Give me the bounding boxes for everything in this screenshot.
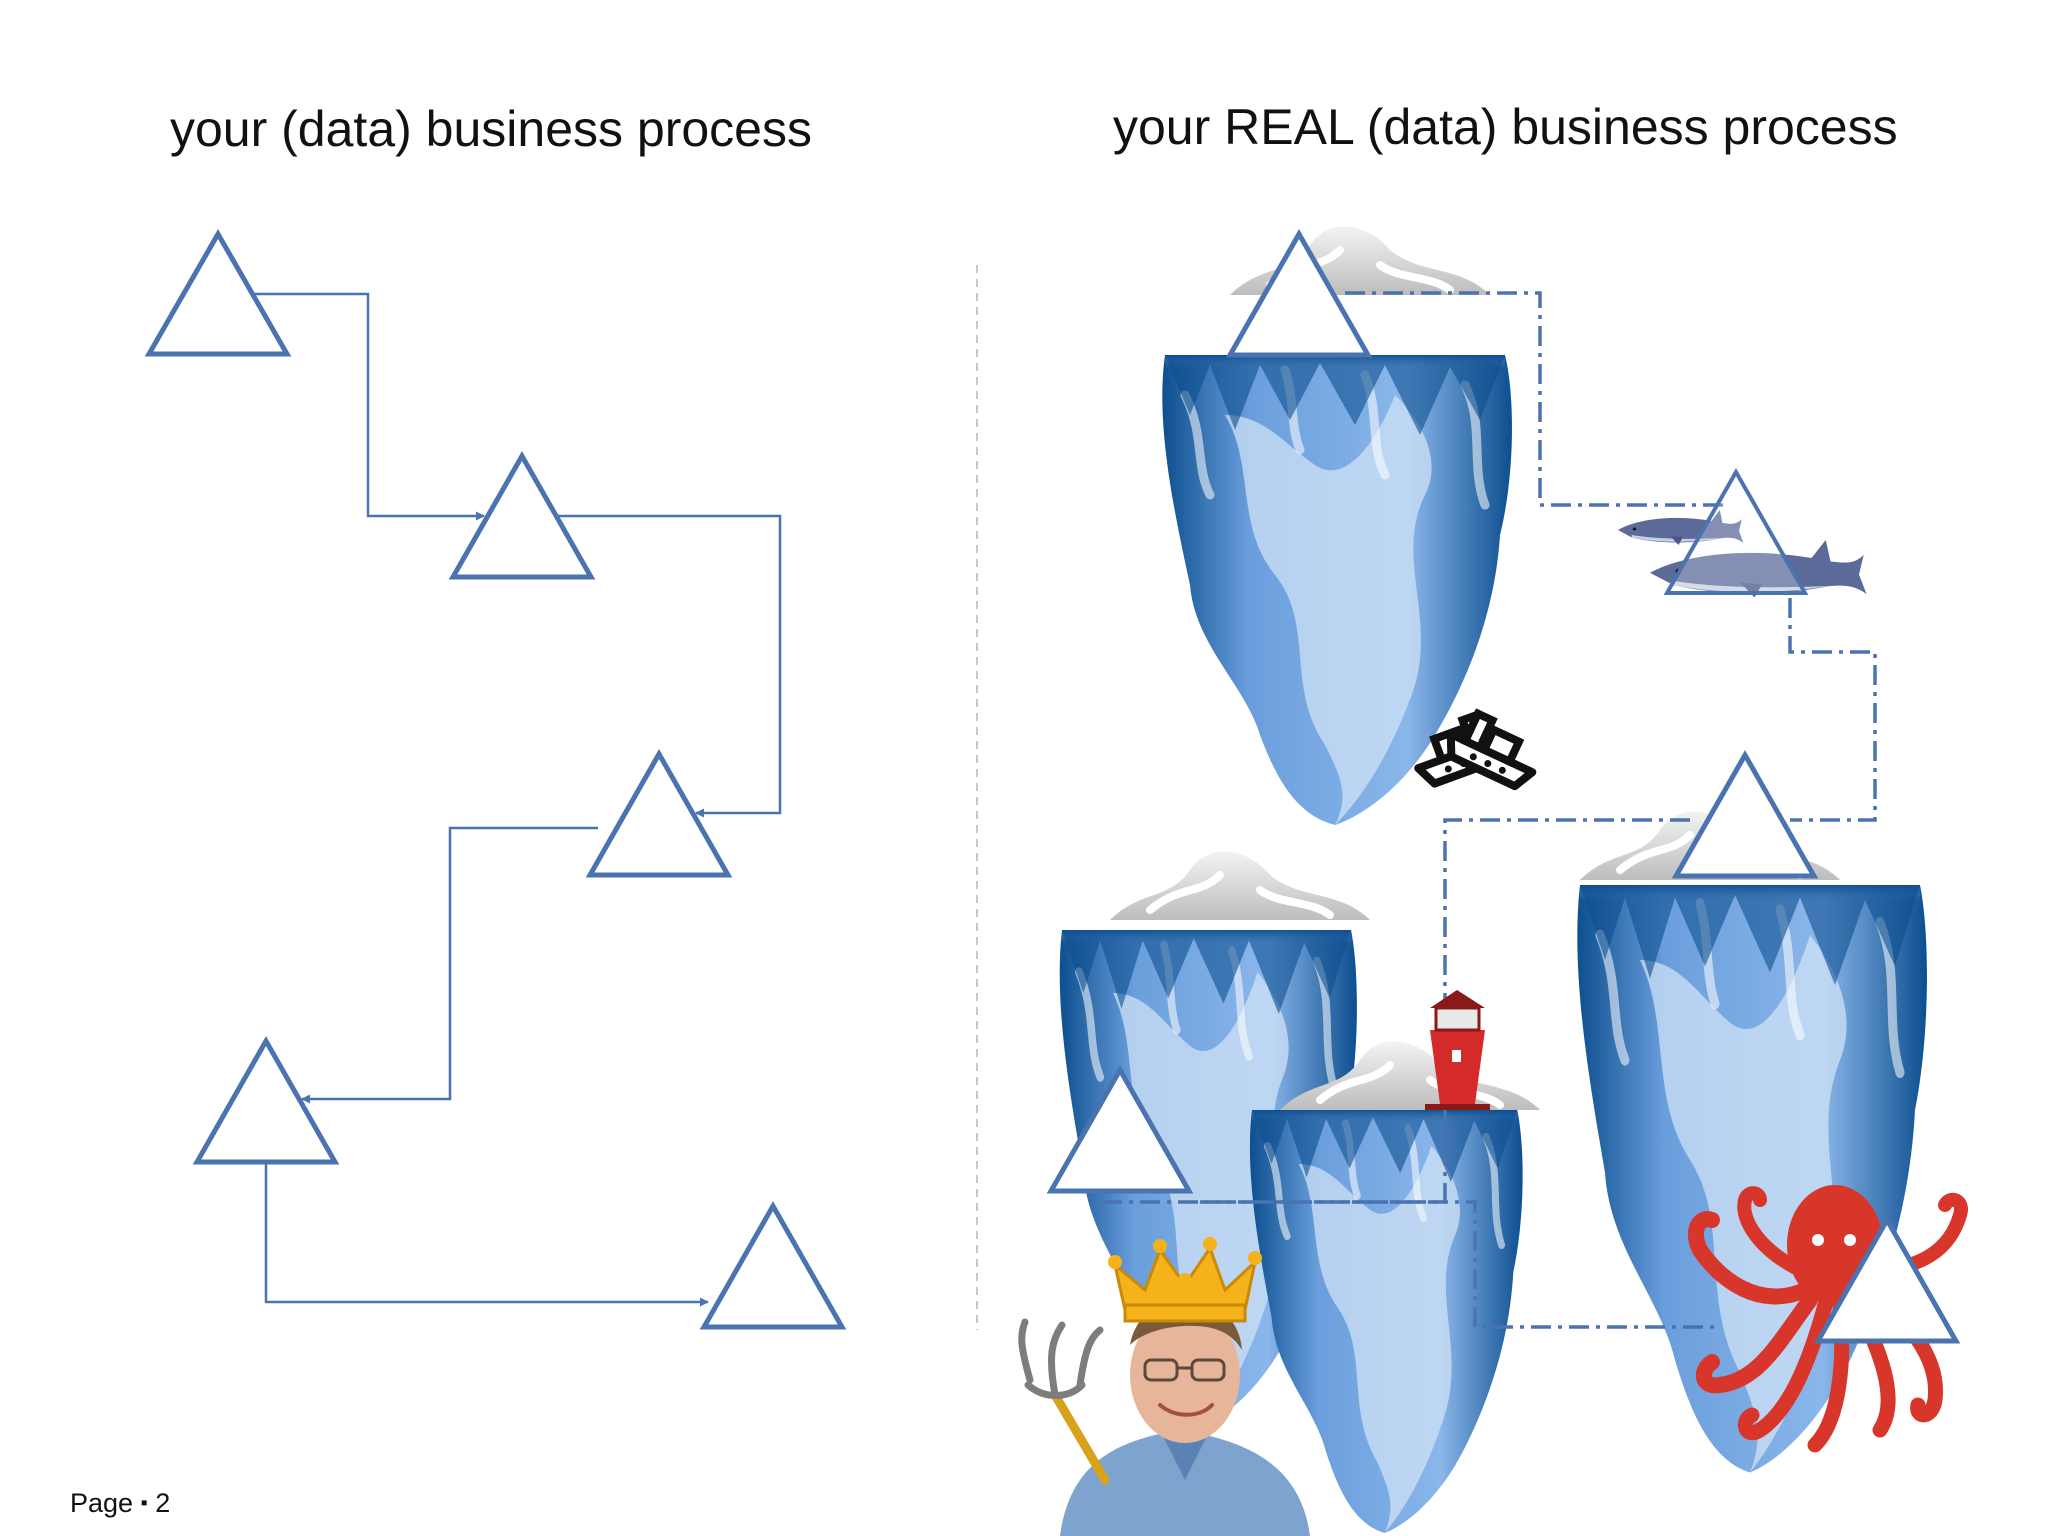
right-title: your REAL (data) business process xyxy=(1113,99,1898,155)
real-process xyxy=(1018,226,1968,1536)
process-step-triangle xyxy=(448,450,596,580)
connector-2-3 xyxy=(556,514,782,818)
page-number: 2 xyxy=(155,1488,171,1518)
iceberg-illustration xyxy=(1577,885,1927,1473)
process-step-triangle xyxy=(144,228,292,357)
process-step-triangle xyxy=(585,748,733,878)
crown-icon xyxy=(1108,1237,1262,1323)
iceberg-illustration xyxy=(1110,851,1370,920)
connector-4-5 xyxy=(264,1162,709,1307)
process-step-triangle xyxy=(1663,467,1809,595)
trident-icon xyxy=(1018,1318,1110,1485)
connector-1-2 xyxy=(247,292,485,521)
process-step-triangle xyxy=(699,1200,847,1330)
iceberg-illustration xyxy=(1250,1110,1523,1533)
page-footer: Page ▪ 2 xyxy=(70,1488,170,1519)
page-label: Page xyxy=(70,1488,134,1518)
connector-dashdot xyxy=(1345,291,1725,507)
page-separator: ▪ xyxy=(140,1492,148,1514)
connector-3-4 xyxy=(301,826,598,1104)
connector-dashdot xyxy=(1200,1200,1720,1329)
process-step-triangle xyxy=(1046,1064,1194,1194)
process-step-triangle xyxy=(1225,228,1373,358)
connector-dashdot xyxy=(1788,560,1877,822)
king-illustration xyxy=(1018,1237,1310,1536)
process-step-triangle xyxy=(1813,1214,1961,1344)
simple-process xyxy=(144,228,847,1330)
lighthouse-illustration xyxy=(1425,990,1490,1110)
process-step-triangle xyxy=(1671,749,1819,879)
process-step-triangle xyxy=(192,1035,340,1165)
left-title: your (data) business process xyxy=(170,101,812,157)
